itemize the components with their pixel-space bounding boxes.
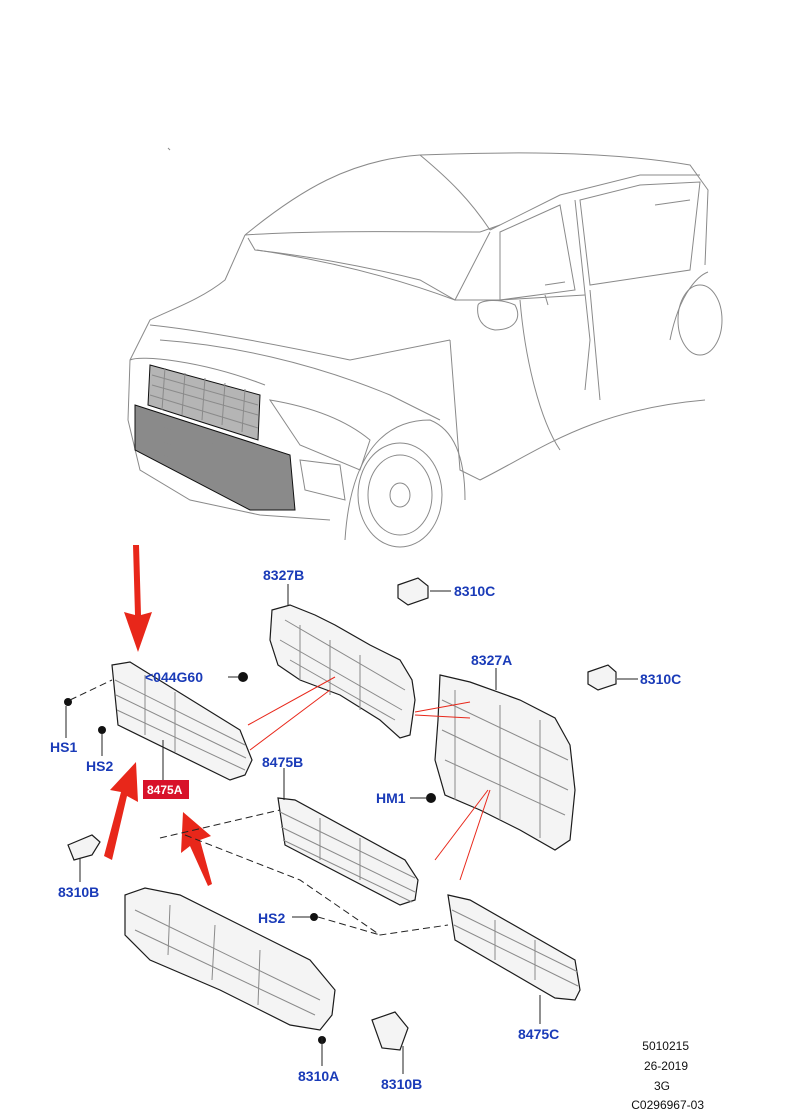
reference-line-2: 26-2019 <box>644 1059 688 1073</box>
callout-8310B-left[interactable]: 8310B <box>58 884 99 900</box>
callout-8310C-top[interactable]: 8310C <box>454 583 495 599</box>
reference-line-3: 3G <box>654 1079 670 1093</box>
red-arrow-up-right <box>181 812 212 886</box>
vehicle-illustration <box>127 147 723 548</box>
callout-8310C-right[interactable]: 8310C <box>640 671 681 687</box>
part-8310A[interactable] <box>124 887 336 1031</box>
callout-8327A[interactable]: 8327A <box>471 652 512 668</box>
leader-lines <box>65 584 638 1074</box>
bracket-8310B-left[interactable] <box>67 834 101 861</box>
bracket-8310C-right[interactable] <box>587 664 617 691</box>
callout-8310A[interactable]: 8310A <box>298 1068 339 1084</box>
callout-8475B[interactable]: 8475B <box>262 754 303 770</box>
callout-8475A[interactable]: 8475A <box>147 783 183 797</box>
callout-8327B[interactable]: 8327B <box>263 567 304 583</box>
fastener-hs2-mid <box>310 913 318 921</box>
part-8475C[interactable] <box>447 894 581 1001</box>
bracket-8310B-bottom[interactable] <box>371 1011 409 1051</box>
callout-044G60[interactable]: <044G60 <box>145 669 203 685</box>
part-8475A[interactable] <box>111 661 253 781</box>
callout-hs2-mid[interactable]: HS2 <box>258 910 285 926</box>
bracket-8310C-top[interactable] <box>397 577 429 606</box>
red-arrow-up-left <box>104 762 138 860</box>
assembly-dashes <box>69 679 449 936</box>
highlight-arrows <box>104 545 212 886</box>
red-arrow-down <box>124 545 152 652</box>
reference-block: 5010215 26-2019 3G C0296967-03 <box>631 1039 704 1112</box>
callout-hm1[interactable]: HM1 <box>376 790 406 806</box>
fastener-hm1 <box>426 793 436 803</box>
reference-line-4: C0296967-03 <box>631 1098 704 1112</box>
callout-8475C[interactable]: 8475C <box>518 1026 559 1042</box>
part-8475B[interactable] <box>277 797 419 906</box>
red-connector-lines <box>247 676 491 881</box>
fastener-hs2-left <box>98 726 106 734</box>
callout-hs1[interactable]: HS1 <box>50 739 77 755</box>
part-8327B[interactable] <box>269 604 416 739</box>
callout-8475A-highlight <box>143 780 189 799</box>
fastener-044G60 <box>238 672 248 682</box>
reference-line-1: 5010215 <box>642 1039 689 1053</box>
callout-hs2-left[interactable]: HS2 <box>86 758 113 774</box>
part-8327A[interactable] <box>434 674 576 851</box>
callout-8310B-bottom[interactable]: 8310B <box>381 1076 422 1092</box>
callout-labels: 8327B 8310C <044G60 8327A 8310C HS1 HS2 … <box>50 567 681 1092</box>
